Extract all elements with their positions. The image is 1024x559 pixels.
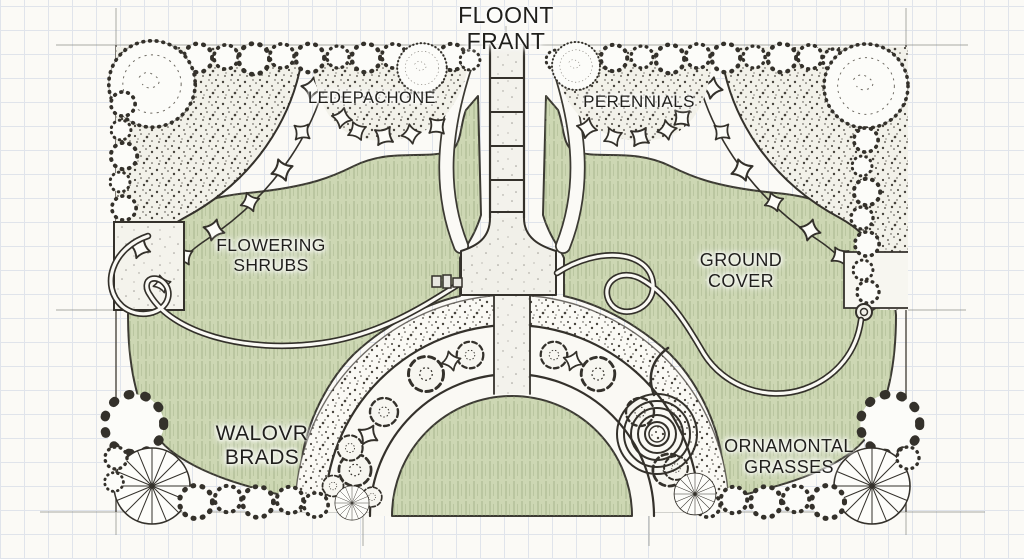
label-ornamental-grasses: ORNAMONTAL GRASSES	[724, 436, 854, 477]
radial-flower	[673, 472, 717, 516]
label-left-border-bed: LEDEPACHONE	[308, 89, 436, 107]
label-front-line1: FLOONT	[458, 2, 554, 28]
central-flower-rings	[294, 293, 730, 518]
label-ground-cover: GROUND COVER	[699, 250, 783, 291]
central-walkway	[460, 43, 557, 296]
coiled-hose	[616, 346, 698, 475]
tree-canopy	[396, 42, 448, 94]
label-front-entrance: FLOONT FRANT	[458, 2, 554, 54]
garden-hose-left	[107, 232, 463, 350]
label-walkway-beds: WALOVR BRADS	[215, 422, 309, 469]
hose-nozzle	[431, 274, 463, 289]
garden-hose-right	[553, 252, 865, 397]
tree-canopy	[822, 42, 910, 130]
label-perennials-bed: PERENNIALS	[583, 92, 695, 111]
label-front-line2: FRANT	[466, 28, 546, 55]
label-flowering-shrubs: FLOWERING SHRUBS	[216, 235, 326, 275]
hose-spigot	[855, 303, 873, 321]
tree-canopy	[550, 40, 602, 92]
radial-flower	[334, 485, 370, 521]
